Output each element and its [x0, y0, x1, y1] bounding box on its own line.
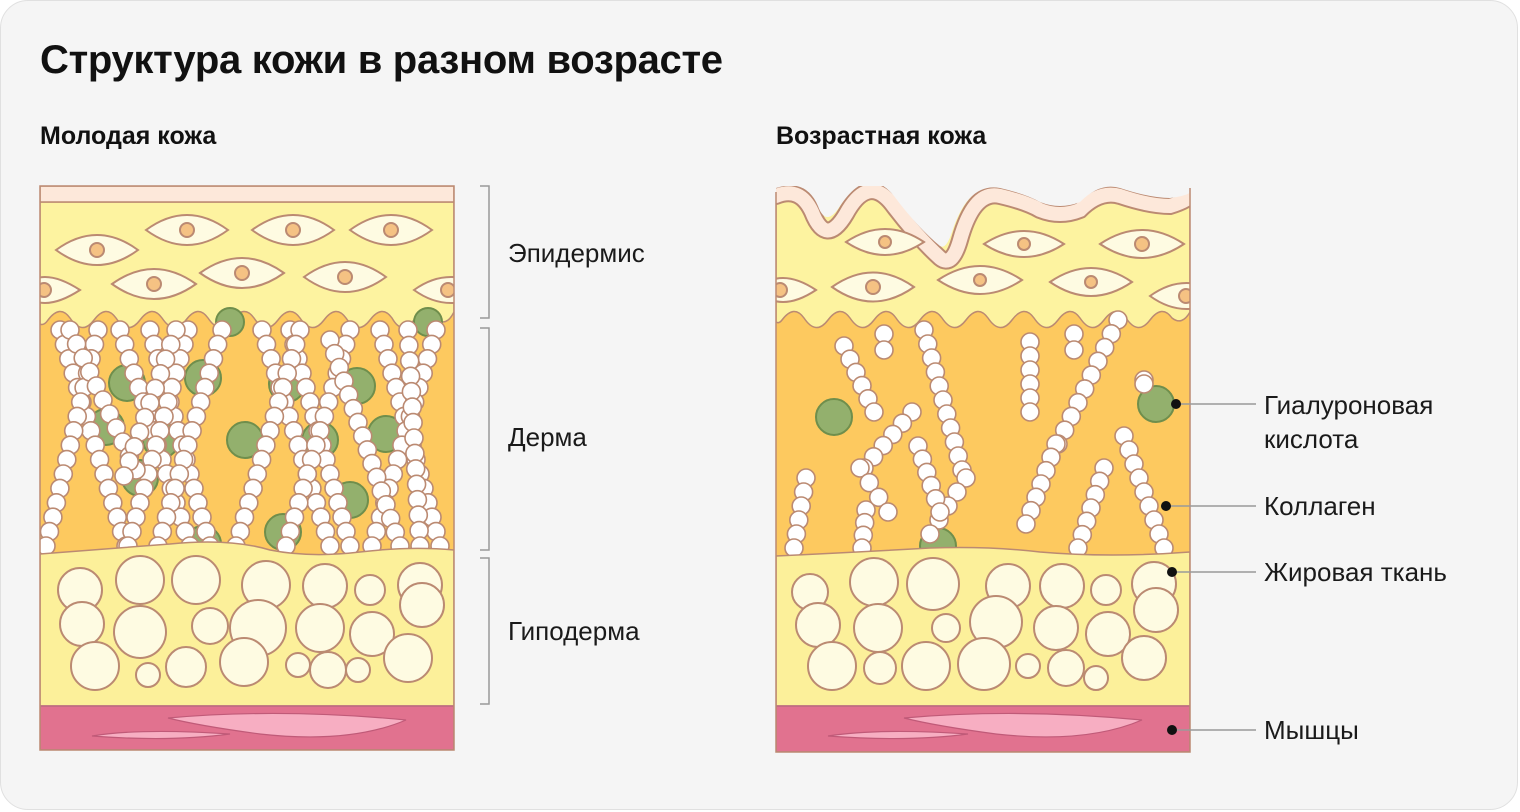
component-markers	[1161, 399, 1181, 735]
fat-tissue-label: Жировая ткань	[1264, 557, 1447, 587]
collagen-bead	[1134, 374, 1154, 394]
hyaluronic-marker-dot	[1171, 399, 1181, 409]
hyaluronic-acid-label-line2: кислота	[1264, 424, 1359, 454]
collagen-bead	[868, 487, 889, 508]
collagen-bead	[1016, 514, 1036, 534]
collagen-label: Коллаген	[1264, 491, 1376, 521]
dermis-label: Дерма	[508, 422, 587, 452]
young-skin-outline	[39, 185, 455, 751]
collagen-marker-dot	[1161, 501, 1171, 511]
aged-cell-nuclei	[776, 235, 1190, 304]
hypodermis-label: Гиподерма	[508, 616, 640, 646]
collagen-bead	[1064, 340, 1084, 360]
young-cell-nuclei	[40, 222, 454, 298]
collagen-bead	[859, 472, 880, 493]
young-skin-surface	[40, 186, 454, 203]
young-skin-heading: Молодая кожа	[40, 122, 217, 150]
young-skin-diagram	[40, 186, 454, 750]
collagen-bead	[920, 524, 940, 544]
component-leader-lines	[1166, 403, 1256, 731]
aged-skin-diagram	[776, 186, 1190, 752]
collagen-bead	[930, 502, 950, 522]
collagen-bead	[320, 536, 340, 556]
aged-muscle-fibers	[827, 712, 1143, 740]
young-fat-cells	[57, 555, 445, 691]
collagen-bead	[850, 458, 870, 478]
collagen-bead	[874, 340, 894, 360]
fat-marker-dot	[1167, 567, 1177, 577]
hyaluronic-acid-label: Гиалуроновая	[1264, 390, 1434, 420]
epidermis-bracket	[480, 185, 490, 319]
dermis-bracket	[480, 327, 490, 551]
collagen-bead	[878, 502, 898, 522]
muscle-marker-dot	[1167, 725, 1177, 735]
epidermis-label: Эпидермис	[508, 238, 645, 268]
layer-brackets	[480, 185, 490, 705]
collagen-bead	[1020, 402, 1040, 422]
collagen-bead	[114, 466, 134, 486]
young-muscle-fibers	[91, 712, 407, 740]
collagen-bead	[947, 482, 967, 502]
young-collagen-fibers	[40, 320, 450, 556]
collagen-bead	[956, 468, 976, 488]
aged-fat-cells	[791, 557, 1179, 691]
aged-skin-heading: Возрастная кожа	[776, 122, 987, 150]
aged-skin-outline	[775, 188, 1191, 753]
muscles-label: Мышцы	[1264, 715, 1359, 745]
collagen-bead	[864, 402, 884, 422]
hypodermis-bracket	[480, 557, 490, 705]
page-title: Структура кожи в разном возрасте	[40, 38, 723, 82]
young-epidermal-cells	[40, 214, 454, 304]
